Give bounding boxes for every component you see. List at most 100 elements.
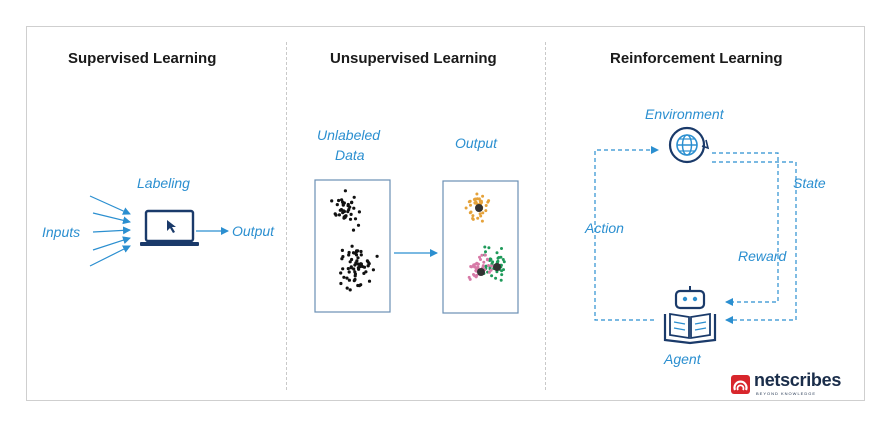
unlabeled-scatter-points bbox=[330, 189, 379, 292]
unlabeled-label-line1: Unlabeled bbox=[317, 127, 381, 143]
scatter-point bbox=[349, 266, 353, 270]
clustered-scatter-points bbox=[464, 192, 506, 282]
scatter-point bbox=[472, 273, 475, 276]
scatter-point bbox=[495, 270, 499, 274]
scatter-point bbox=[487, 199, 491, 203]
scatter-point bbox=[330, 199, 334, 203]
scatter-point bbox=[353, 277, 357, 282]
scatter-point bbox=[487, 270, 491, 274]
reinforcement-title: Reinforcement Learning bbox=[610, 50, 783, 67]
input-arrows bbox=[89, 195, 131, 267]
scatter-point bbox=[353, 270, 357, 274]
scatter-point bbox=[502, 268, 505, 272]
reinforcement-loop bbox=[594, 146, 797, 324]
scatter-point bbox=[480, 219, 484, 223]
scatter-point bbox=[479, 214, 483, 218]
scatter-point bbox=[475, 273, 479, 277]
scatter-point bbox=[342, 275, 346, 279]
scatter-point bbox=[495, 251, 499, 255]
scatter-point bbox=[348, 288, 352, 292]
scatter-point bbox=[489, 268, 493, 272]
scatter-point bbox=[350, 244, 354, 248]
scatter-point bbox=[356, 223, 361, 227]
scatter-point bbox=[341, 255, 345, 259]
scatter-point bbox=[357, 284, 361, 288]
scatter-point bbox=[337, 198, 341, 203]
scatter-point bbox=[344, 214, 348, 218]
scatter-point bbox=[481, 211, 485, 215]
scatter-point bbox=[348, 217, 353, 221]
scatter-point bbox=[346, 204, 350, 208]
scatter-point bbox=[348, 260, 352, 264]
scatter-point bbox=[352, 267, 356, 271]
robot-icon bbox=[674, 286, 706, 310]
scatter-point bbox=[500, 247, 503, 250]
scatter-point bbox=[339, 281, 343, 286]
scatter-point bbox=[490, 274, 494, 278]
scatter-point bbox=[352, 206, 356, 210]
scatter-point bbox=[472, 198, 476, 201]
scatter-point bbox=[353, 251, 357, 255]
scatter-point bbox=[501, 258, 505, 261]
scatter-point bbox=[359, 249, 363, 254]
scatter-point bbox=[479, 258, 482, 261]
scatter-point bbox=[353, 274, 357, 278]
scatter-point bbox=[467, 275, 471, 279]
supervised-output-label: Output bbox=[232, 223, 275, 239]
state-label: State bbox=[793, 175, 826, 191]
scatter-point bbox=[351, 228, 356, 232]
netscribes-logo-icon bbox=[731, 375, 750, 394]
scatter-point bbox=[487, 264, 490, 267]
scatter-point bbox=[478, 212, 482, 216]
scatter-point bbox=[483, 245, 487, 249]
scatter-point bbox=[342, 209, 346, 213]
scatter-point bbox=[375, 254, 379, 258]
scatter-point bbox=[350, 257, 354, 262]
scatter-point bbox=[343, 189, 347, 193]
scatter-point bbox=[335, 203, 339, 207]
scatter-point bbox=[365, 259, 369, 263]
scatter-point bbox=[496, 256, 500, 260]
scatter-point bbox=[346, 210, 350, 214]
scatter-point bbox=[499, 278, 503, 282]
scatter-point bbox=[483, 253, 487, 257]
book-icon bbox=[663, 312, 717, 345]
scatter-point bbox=[476, 262, 480, 266]
scatter-point bbox=[473, 201, 477, 205]
scatter-point bbox=[347, 278, 351, 282]
scatter-point bbox=[494, 276, 498, 280]
scatter-point bbox=[357, 210, 361, 214]
scatter-point bbox=[500, 273, 504, 277]
scatter-point bbox=[340, 248, 344, 252]
scatter-point bbox=[475, 197, 479, 201]
scatter-point bbox=[367, 262, 371, 266]
scatter-point bbox=[484, 204, 488, 207]
cluster-centroid bbox=[477, 268, 485, 276]
scatter-point bbox=[484, 250, 487, 254]
laptop-icon bbox=[140, 209, 199, 246]
cluster-centroid bbox=[475, 204, 483, 212]
scatter-point bbox=[485, 258, 489, 262]
scatter-point bbox=[337, 213, 341, 217]
cursor-icon bbox=[167, 220, 176, 233]
scatter-point bbox=[469, 265, 473, 269]
scatter-point bbox=[338, 208, 342, 212]
scatter-point bbox=[482, 260, 486, 264]
unlabeled-label-line2: Data bbox=[335, 147, 365, 163]
scatter-point bbox=[479, 201, 482, 205]
scatter-point bbox=[476, 216, 480, 220]
scatter-point bbox=[364, 270, 368, 274]
scatter-point bbox=[362, 265, 367, 269]
reward-label: Reward bbox=[738, 248, 787, 264]
environment-label: Environment bbox=[645, 106, 724, 122]
inputs-label: Inputs bbox=[42, 224, 81, 240]
scatter-point bbox=[339, 271, 343, 275]
scatter-point bbox=[341, 267, 345, 271]
scatter-point bbox=[467, 200, 471, 204]
scatter-point bbox=[346, 267, 350, 271]
netscribes-tagline: BEYOND KNOWLEDGE bbox=[756, 391, 817, 396]
scatter-point bbox=[359, 253, 363, 257]
scatter-point bbox=[471, 217, 475, 221]
scatter-point bbox=[481, 194, 485, 198]
scatter-point bbox=[356, 256, 360, 260]
